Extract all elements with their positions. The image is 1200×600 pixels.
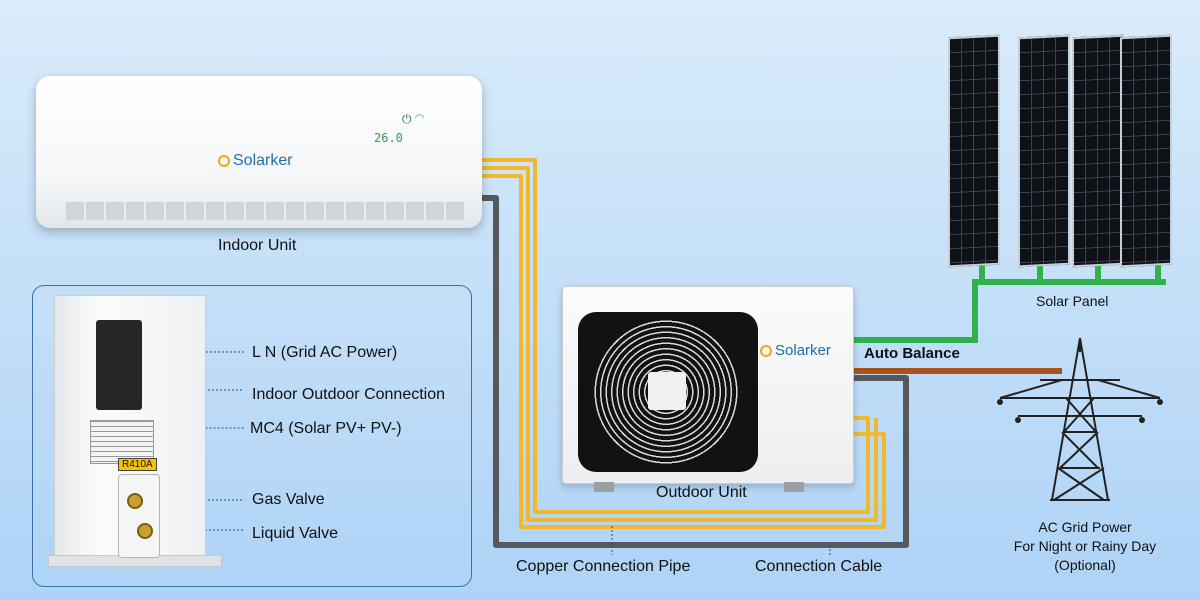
- indoor-brand-text: Solarker: [233, 152, 293, 169]
- valve-box: [118, 474, 160, 558]
- grid-line-2: For Night or Rainy Day: [1013, 538, 1157, 554]
- callout-liquid-valve: Liquid Valve: [252, 525, 338, 542]
- gas-valve-icon: [127, 493, 143, 509]
- solar-panel-2: [1018, 34, 1070, 268]
- outdoor-brand-text: Solarker: [775, 342, 831, 359]
- ac-grid-power-label: AC Grid Power For Night or Rainy Day (Op…: [990, 518, 1180, 575]
- sun-logo-icon: [760, 344, 772, 357]
- solar-panel-label: Solar Panel: [1036, 293, 1109, 309]
- indoor-unit: ⏻ ◠ 26.0 Solarker: [36, 76, 482, 228]
- callout-ln: L N (Grid AC Power): [252, 344, 398, 361]
- copper-pipes: [482, 158, 886, 529]
- callout-gas-valve: Gas Valve: [252, 491, 325, 508]
- outdoor-foot-right: [784, 482, 804, 492]
- outdoor-foot-left: [594, 482, 614, 492]
- temperature-display: 26.0: [374, 131, 403, 145]
- grid-line-3: (Optional): [1054, 557, 1116, 573]
- sun-logo-icon: [218, 155, 230, 167]
- terminal-block: [96, 320, 142, 410]
- side-panel-inset: [32, 285, 472, 587]
- callout-indoor-outdoor: Indoor Outdoor Connection: [252, 386, 446, 403]
- plug-wifi-icon: ⏻ ◠: [402, 112, 425, 126]
- indoor-brand-logo: Solarker: [218, 152, 293, 170]
- auto-balance-label: Auto Balance: [864, 345, 960, 362]
- transmission-tower-icon: [997, 337, 1163, 501]
- copper-pipe-label: Copper Connection Pipe: [516, 558, 691, 575]
- outdoor-brand-logo: Solarker: [760, 342, 831, 359]
- indoor-unit-label: Indoor Unit: [218, 237, 297, 254]
- solar-wire: [852, 262, 1166, 343]
- callout-mc4: MC4 (Solar PV+ PV-): [250, 420, 402, 437]
- connection-cable: [482, 195, 909, 548]
- solar-panel-3: [1072, 34, 1124, 268]
- outdoor-unit-label: Outdoor Unit: [656, 484, 747, 501]
- connection-cable-label: Connection Cable: [755, 558, 883, 575]
- fan-hub: [648, 372, 686, 410]
- solar-panel-1: [948, 34, 1000, 268]
- outdoor-fan: [578, 312, 758, 472]
- refrigerant-tag: R410A: [118, 458, 157, 471]
- liquid-valve-icon: [137, 523, 153, 539]
- indoor-vent: [66, 202, 466, 220]
- grid-line-1: AC Grid Power: [1038, 519, 1132, 535]
- spec-sticker: [90, 420, 154, 464]
- solar-panel-4: [1120, 34, 1172, 268]
